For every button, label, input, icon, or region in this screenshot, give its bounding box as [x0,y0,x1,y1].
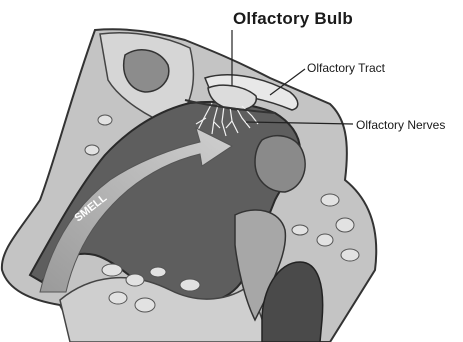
olfactory-nerves-label: Olfactory Nerves [356,118,445,132]
olfactory-tract-label: Olfactory Tract [307,61,385,75]
sphenoid-sinus [255,136,305,192]
olfactory-bulb-label: Olfactory Bulb [233,9,353,29]
